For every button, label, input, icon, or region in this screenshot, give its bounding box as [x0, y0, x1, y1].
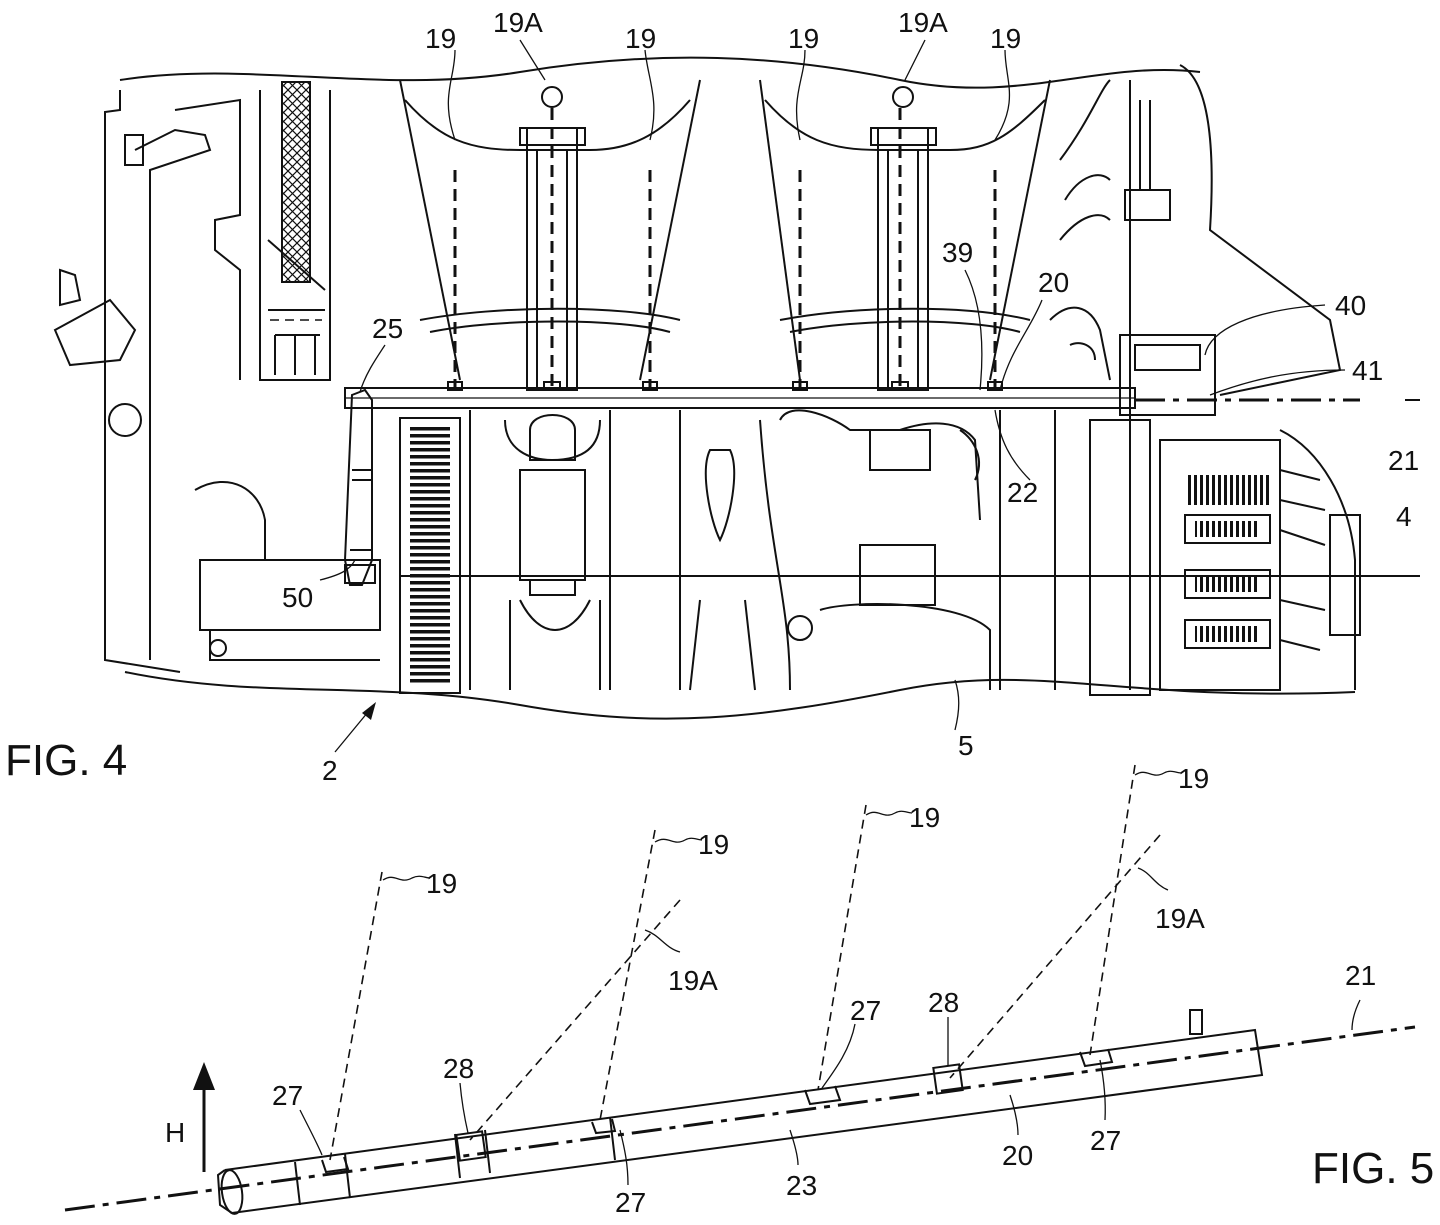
fig5-label-19-1: 19	[426, 868, 457, 899]
fig5-label-23: 23	[786, 1170, 817, 1201]
fig4-label-19A-1: 19A	[493, 7, 543, 38]
fig5-label-27-4: 27	[1090, 1125, 1121, 1156]
fig4-label-19A-2: 19A	[898, 7, 948, 38]
fig4-label-4: 4	[1396, 501, 1412, 532]
fig4-labels: 19 19A 19 19 19A 19 39 20 40 41 25 21 22…	[5, 7, 1419, 786]
fig4-label-2: 2	[322, 755, 338, 786]
fig4-label-22: 22	[1007, 477, 1038, 508]
fig5-label-28-1: 28	[443, 1053, 474, 1084]
fig5-label-19-4: 19	[1178, 763, 1209, 794]
fig5-labels: 19 19 19 19 19A 19A 21 27 28 27 28 27 27…	[165, 763, 1434, 1218]
fig4-label-19-2: 19	[625, 23, 656, 54]
fig5-label-H: H	[165, 1117, 185, 1148]
fig5-label-19-3: 19	[909, 802, 940, 833]
fig5-caption: FIG. 5	[1312, 1144, 1434, 1193]
fig4-label-5: 5	[958, 730, 974, 761]
fig4-label-39: 39	[942, 237, 973, 268]
fig5-label-27-1: 27	[272, 1080, 303, 1111]
fig4-label-40: 40	[1335, 290, 1366, 321]
fig5-label-19-2: 19	[698, 829, 729, 860]
fig4-label-21: 21	[1388, 445, 1419, 476]
fig5-label-28-2: 28	[928, 987, 959, 1018]
fig5-label-20: 20	[1002, 1140, 1033, 1171]
fig4-label-50: 50	[282, 582, 313, 613]
fig4-label-19-1: 19	[425, 23, 456, 54]
fig4-label-20: 20	[1038, 267, 1069, 298]
fig4-label-19-3: 19	[788, 23, 819, 54]
fig5-label-19A-1: 19A	[668, 965, 718, 996]
fig4-caption: FIG. 4	[5, 736, 127, 785]
fig5-shaft-drawing	[64, 764, 1416, 1215]
fig5-label-27-2: 27	[850, 995, 881, 1026]
fig5-label-19A-2: 19A	[1155, 903, 1205, 934]
fig4-label-41: 41	[1352, 355, 1383, 386]
fig4-label-19-4: 19	[990, 23, 1021, 54]
fig4-label-25: 25	[372, 313, 403, 344]
fig5-label-21: 21	[1345, 960, 1376, 991]
fig5-label-27-3: 27	[615, 1187, 646, 1218]
fig4-engine-drawing	[53, 39, 1420, 753]
